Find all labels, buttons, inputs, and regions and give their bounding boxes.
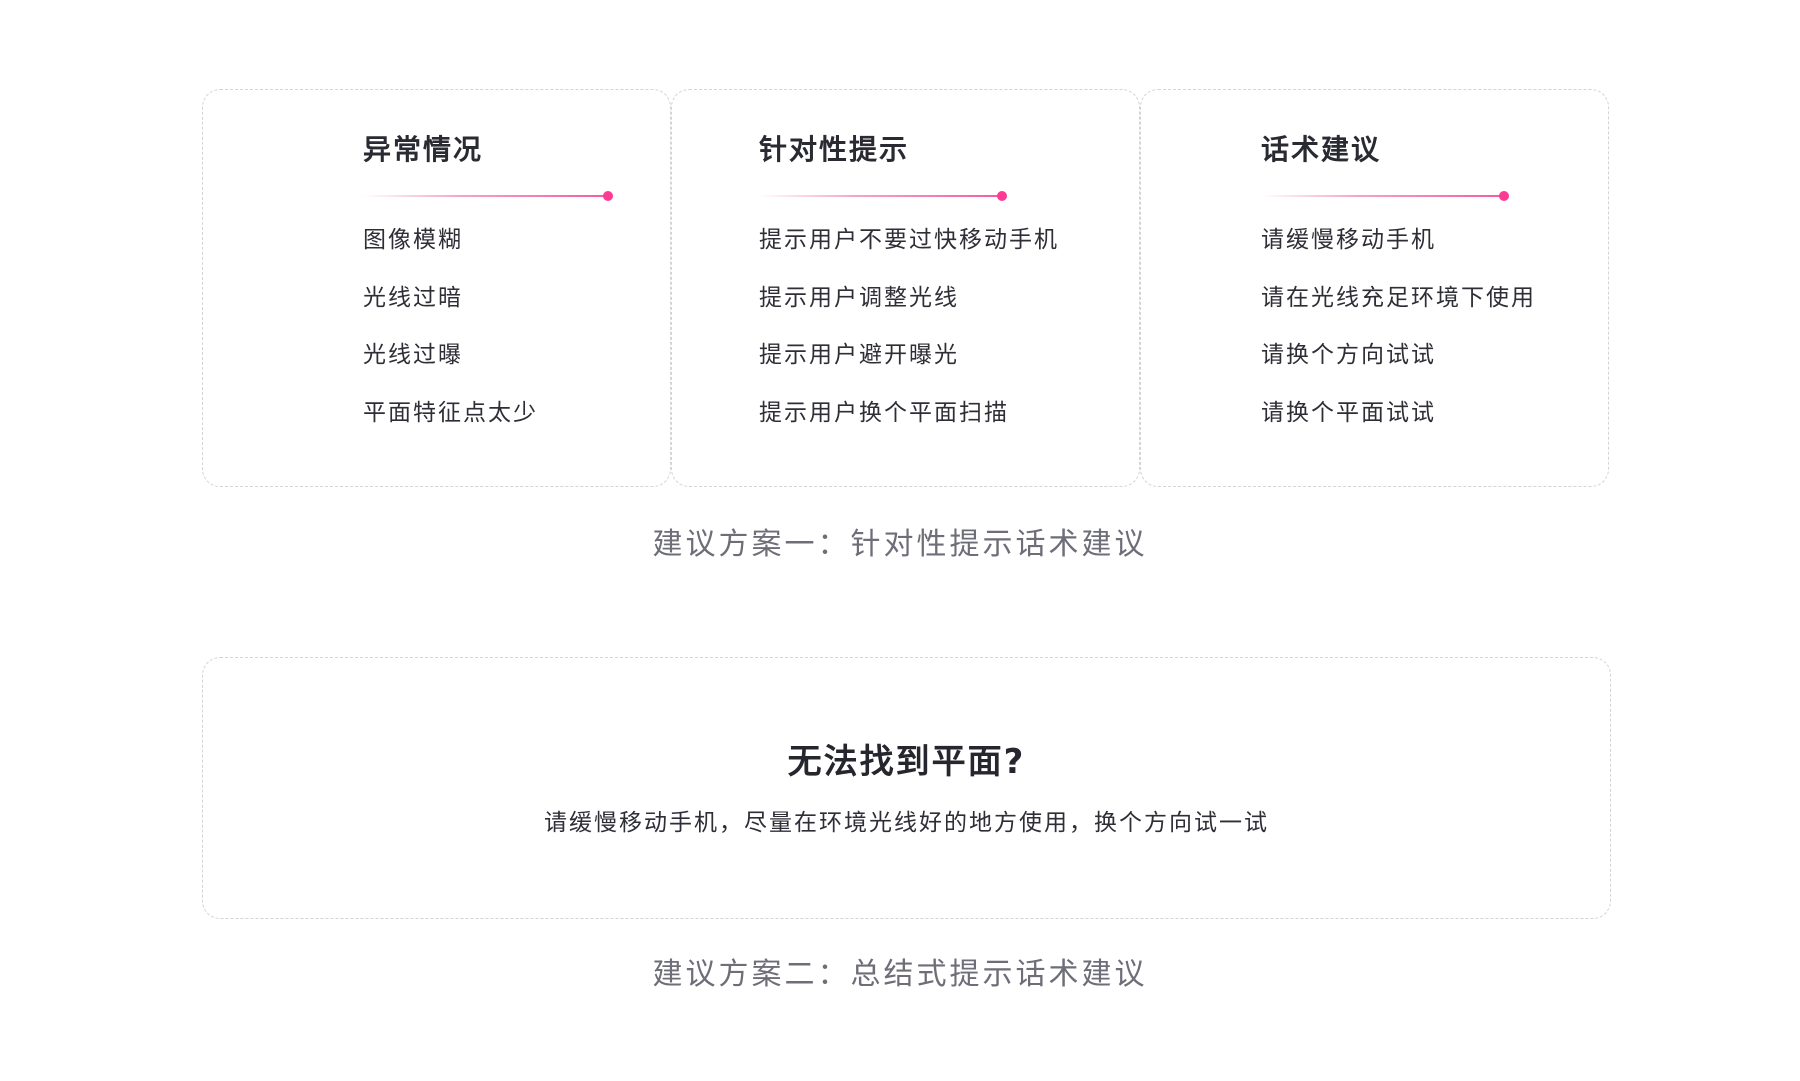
card-targeted-prompt: 针对性提示 提示用户不要过快移动手机 提示用户调整光线 提示用户避开曝光 提示用…: [671, 89, 1140, 487]
card-speech-suggestion: 话术建议 请缓慢移动手机 请在光线充足环境下使用 请换个方向试试 请换个平面试试: [1140, 89, 1609, 487]
scheme-one-caption: 建议方案一：针对性提示话术建议: [652, 527, 1148, 562]
scheme-two-card: 无法找到平面? 请缓慢移动手机，尽量在环境光线好的地方使用，换个方向试一试: [202, 657, 1611, 919]
card-title: 话术建议: [1261, 133, 1382, 166]
summary-title: 无法找到平面?: [787, 742, 1026, 782]
accent-dot-icon: [997, 191, 1007, 201]
list-item: 请缓慢移动手机: [1261, 227, 1436, 253]
list-item: 提示用户换个平面扫描: [759, 399, 1009, 426]
title-divider: [363, 191, 613, 201]
accent-dot-icon: [1499, 191, 1509, 201]
list-item: 提示用户调整光线: [759, 284, 959, 311]
card-content: 异常情况 图像模糊 光线过暗 光线过曝 平面特征点太少: [363, 132, 613, 455]
card-list: 请缓慢移动手机 请在光线充足环境下使用 请换个方向试试 请换个平面试试: [1261, 225, 1536, 428]
list-item: 平面特征点太少: [363, 399, 538, 426]
list-item: 提示用户避开曝光: [759, 342, 959, 368]
scheme-one-cards: 异常情况 图像模糊 光线过暗 光线过曝 平面特征点太少 针对性提示 提示用户不要…: [202, 89, 1610, 487]
card-list: 图像模糊 光线过暗 光线过曝 平面特征点太少: [363, 225, 608, 428]
scheme-two-caption: 建议方案二：总结式提示话术建议: [652, 957, 1148, 992]
list-item: 请换个方向试试: [1261, 342, 1436, 368]
card-abnormal-situation: 异常情况 图像模糊 光线过暗 光线过曝 平面特征点太少: [202, 89, 671, 487]
list-item: 光线过暗: [363, 284, 463, 311]
list-item: 请在光线充足环境下使用: [1261, 284, 1536, 311]
card-title: 针对性提示: [759, 133, 910, 166]
card-content: 话术建议 请缓慢移动手机 请在光线充足环境下使用 请换个方向试试 请换个平面试试: [1261, 132, 1536, 455]
list-item: 提示用户不要过快移动手机: [759, 227, 1059, 253]
accent-dot-icon: [603, 191, 613, 201]
list-item: 光线过曝: [363, 342, 463, 368]
card-title: 异常情况: [363, 133, 484, 166]
summary-text: 请缓慢移动手机，尽量在环境光线好的地方使用，换个方向试一试: [544, 810, 1269, 836]
card-list: 提示用户不要过快移动手机 提示用户调整光线 提示用户避开曝光 提示用户换个平面扫…: [759, 225, 1059, 428]
title-divider: [1261, 191, 1509, 201]
card-content: 针对性提示 提示用户不要过快移动手机 提示用户调整光线 提示用户避开曝光 提示用…: [759, 132, 1059, 455]
list-item: 图像模糊: [363, 227, 463, 253]
title-divider: [759, 191, 1007, 201]
list-item: 请换个平面试试: [1261, 399, 1436, 426]
